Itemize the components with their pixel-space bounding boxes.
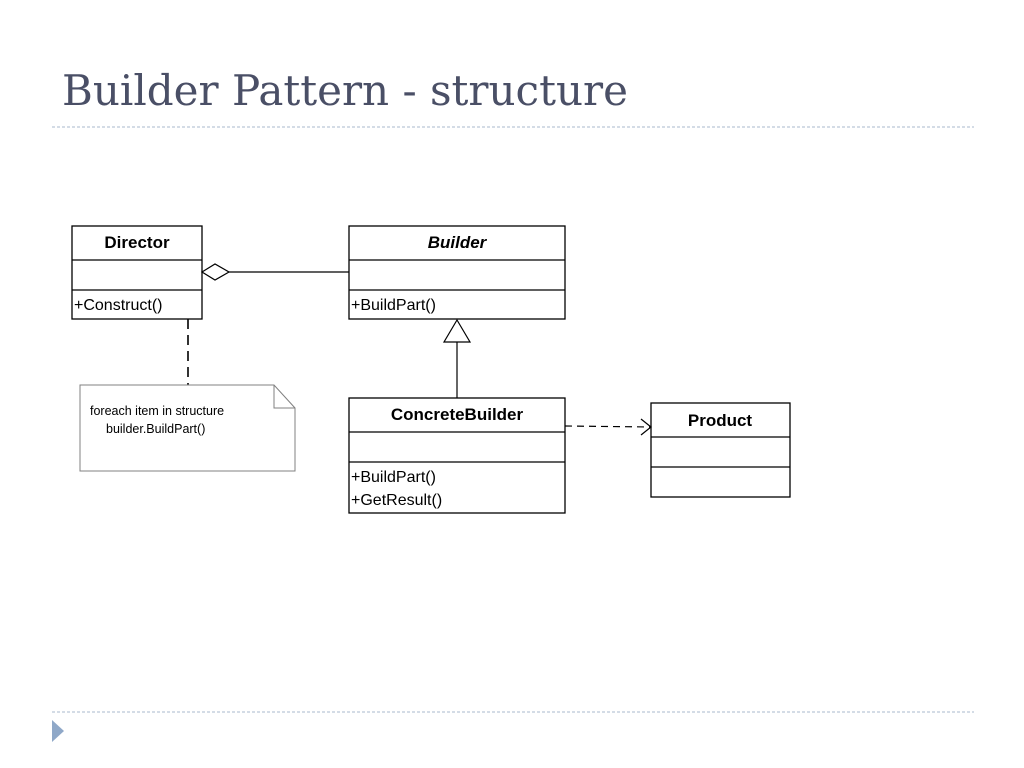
class-builder[interactable]: Builder +BuildPart() (348, 225, 566, 320)
generalization-concrete-builder-builder[interactable] (442, 318, 472, 398)
note-shape (79, 384, 296, 472)
dependency-line (564, 425, 652, 428)
class-concrete-builder[interactable]: ConcreteBuilder +BuildPart() +GetResult(… (348, 397, 566, 514)
class-concrete-builder-name: ConcreteBuilder (391, 405, 524, 424)
class-builder-name: Builder (428, 233, 488, 252)
aggregation-director-builder[interactable] (200, 263, 349, 281)
class-director-name: Director (104, 233, 170, 252)
class-builder-operation: +BuildPart() (351, 297, 436, 314)
class-product-name: Product (688, 411, 753, 430)
class-director-box (71, 225, 203, 320)
class-product[interactable]: Product (650, 402, 791, 498)
page-title: Builder Pattern - structure (62, 66, 628, 115)
class-product-box (650, 402, 791, 498)
class-director[interactable]: Director +Construct() (71, 225, 203, 320)
class-concrete-builder-operation-result: +GetResult() (351, 492, 442, 509)
dependency-arrowhead (640, 418, 652, 436)
note-fold-corner (273, 385, 295, 409)
footer-bullet-icon (52, 720, 64, 742)
dependency-concrete-builder-product[interactable] (564, 418, 652, 436)
note[interactable]: foreach item in structure builder.BuildP… (79, 384, 296, 472)
note-text-line-2: builder.BuildPart() (106, 422, 205, 436)
class-director-operation: +Construct() (74, 297, 162, 314)
class-concrete-builder-box (348, 397, 566, 514)
aggregation-diamond (200, 263, 231, 281)
generalization-triangle (442, 318, 472, 343)
class-concrete-builder-operation-build: +BuildPart() (351, 469, 436, 486)
note-text-line-1: foreach item in structure (90, 404, 224, 418)
